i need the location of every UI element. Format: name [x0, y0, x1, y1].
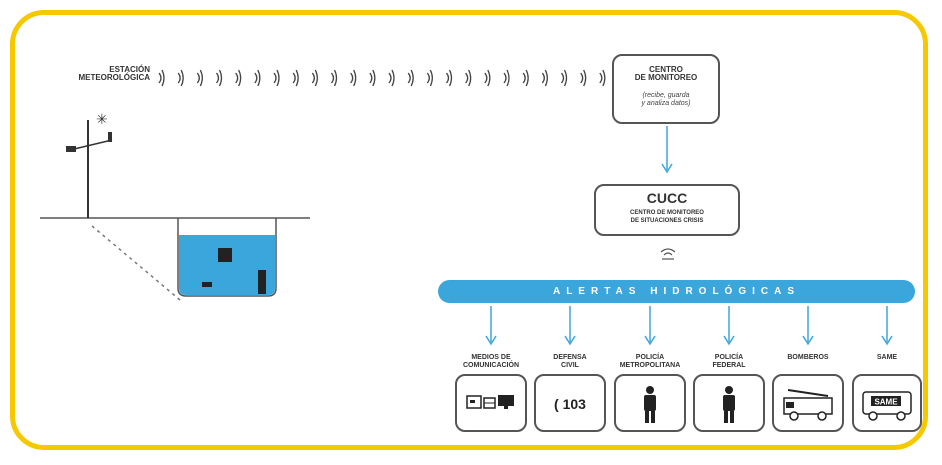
- service-box: ( 103: [534, 374, 606, 432]
- signal-wave-icon: [273, 69, 280, 87]
- service-label-line2: COMUNICACIÓN: [463, 361, 519, 369]
- service-arrow: [564, 306, 576, 346]
- monitoring-center-line1: CENTRO: [649, 65, 683, 74]
- cucc-subtitle: CENTRO DE MONITOREO DE SITUACIONES CRISI…: [596, 210, 738, 226]
- service-arrow: [723, 306, 735, 346]
- alerts-bar: ALERTAS HIDROLÓGICAS: [438, 280, 915, 303]
- signal-wave-icon: [426, 69, 433, 87]
- station-slope: [91, 225, 181, 301]
- cucc-box: CUCC CENTRO DE MONITOREO DE SITUACIONES …: [594, 184, 740, 236]
- officer-icon: [644, 386, 656, 423]
- signal-wave-icon: [369, 69, 376, 87]
- fire-truck-icon: [783, 389, 833, 421]
- station-label-line2: METEOROLÓGICA: [78, 73, 150, 83]
- signal-wave-icon: [215, 69, 223, 87]
- signal-wave-icon: [350, 69, 357, 87]
- station-sensor-right: [108, 132, 112, 142]
- signal-wave-icon: [484, 69, 491, 87]
- service-label-line2: METROPOLITANA: [619, 361, 681, 369]
- signal-wave-icon: [407, 69, 414, 87]
- signal-wave-icon: [445, 69, 453, 87]
- cucc-title: CUCC: [646, 190, 688, 206]
- svg-text:SAME: SAME: [874, 398, 898, 407]
- svg-text:( 103: ( 103: [554, 396, 586, 412]
- media-icons: [466, 395, 514, 409]
- service-box: [614, 374, 686, 432]
- service-label: SAME: [846, 354, 928, 362]
- signal-wave-icon: [580, 69, 587, 87]
- signal-wave-icon: [254, 69, 261, 87]
- signal-wave-icon: [541, 69, 548, 87]
- service-label-line1: SAME: [876, 354, 898, 361]
- station-anemometer-icon: ✳: [96, 112, 108, 128]
- sensor-block-1: [218, 248, 232, 262]
- monitoring-center-subtitle: (recibe, guarda y analiza datos): [614, 92, 718, 109]
- arrow-center-to-cucc: [661, 126, 673, 174]
- station-sensor-left: [66, 146, 76, 152]
- signal-wave-icon: [235, 69, 242, 87]
- signal-wave-icon: [599, 69, 606, 87]
- signal-waves: [158, 69, 606, 87]
- signal-wave-icon: [292, 69, 299, 87]
- monitoring-center-title: CENTRO DE MONITOREO: [614, 65, 718, 83]
- signal-wave-icon: [388, 69, 395, 87]
- signal-wave-icon: [311, 69, 318, 87]
- monitoring-center-box: CENTRO DE MONITOREO (recibe, guarda y an…: [612, 54, 720, 124]
- signal-wave-icon: [177, 69, 184, 87]
- service-box: [693, 374, 765, 432]
- phone-103-icon: ( 103: [554, 396, 586, 412]
- service-box: [772, 374, 844, 432]
- service-arrow: [485, 306, 497, 346]
- service-box: [455, 374, 527, 432]
- service-arrow: [881, 306, 893, 346]
- service-label-line1: DEFENSA: [553, 354, 587, 361]
- weather-station: ✳: [40, 112, 310, 301]
- service-label: BOMBEROS: [766, 354, 850, 362]
- signal-wave-icon: [196, 69, 203, 87]
- signal-wave-icon: [158, 69, 165, 87]
- service-label-line1: POLICÍA: [714, 354, 744, 361]
- service-label-line1: BOMBEROS: [787, 354, 829, 361]
- monitoring-center-sub2: y analiza datos): [641, 100, 691, 108]
- signal-wave-icon: [503, 69, 510, 87]
- service-arrow: [802, 306, 814, 346]
- cucc-sub2: DE SITUACIONES CRISIS: [630, 217, 704, 224]
- signal-wave-icon: [560, 69, 568, 87]
- monitoring-center-sub1: (recibe, guarda: [642, 92, 690, 99]
- broadcast-icon: [660, 248, 676, 260]
- sensor-block-2: [202, 282, 212, 287]
- station-label: ESTACIÓN METEOROLÓGICA: [60, 65, 150, 83]
- alerts-bar-label: ALERTAS HIDROLÓGICAS: [552, 286, 801, 297]
- station-arm: [69, 139, 113, 151]
- station-label-line1: ESTACIÓN: [109, 65, 150, 74]
- service-arrow: [644, 306, 656, 346]
- signal-wave-icon: [465, 69, 472, 87]
- water-tank-outline: [177, 218, 277, 297]
- monitoring-center-line2: DE MONITOREO: [634, 73, 698, 83]
- signal-wave-icon: [330, 69, 338, 87]
- ambulance-icon: SAME: [862, 391, 912, 421]
- service-label-line2: FEDERAL: [712, 361, 746, 369]
- cucc-sub1: CENTRO DE MONITOREO: [630, 210, 704, 216]
- service-box: SAME: [852, 374, 922, 432]
- water-fill: [179, 235, 275, 295]
- service-label-line2: CIVIL: [561, 361, 579, 369]
- sensor-block-3: [258, 270, 266, 294]
- service-label-line1: POLICÍA: [635, 354, 665, 361]
- signal-wave-icon: [522, 69, 529, 87]
- service-label-line1: MEDIOS DE: [471, 354, 511, 361]
- officer-icon: [723, 386, 735, 423]
